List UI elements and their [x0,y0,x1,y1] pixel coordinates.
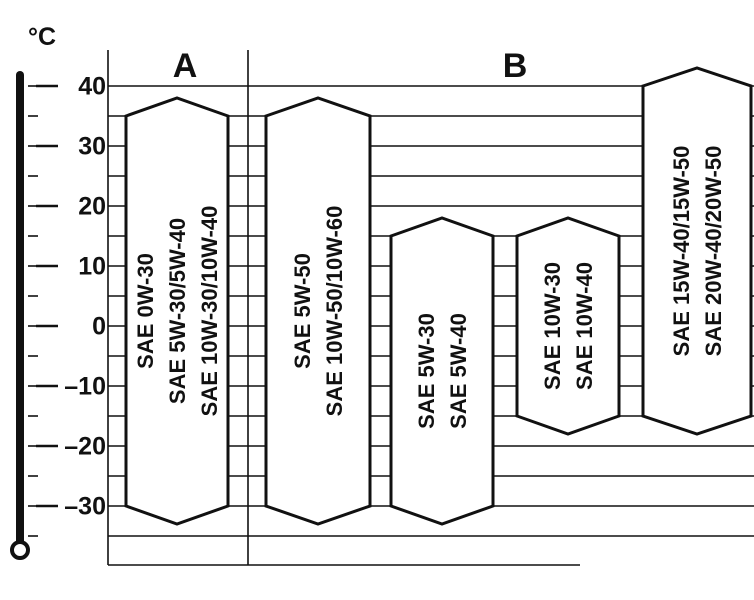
grade-band-shape [264,96,372,526]
grade-label: SAE 5W-50 [290,253,315,369]
grade-label: SAE 10W-30/10W-40 [197,206,222,417]
unit-label: °C [28,23,56,51]
thermometer-icon [10,71,30,560]
grade-label: SAE 0W-30 [133,253,158,369]
axis-tick-label: –30 [64,493,106,521]
grade-label: SAE 10W-30 [540,262,565,390]
grade-label: SAE 5W-40 [446,313,471,429]
axis-tick-label: –10 [64,373,106,401]
column-header-a: A [173,47,198,85]
axis-tick-label: 40 [78,73,106,101]
grade-band-shape [641,66,753,436]
oil-grade-bands: SAE 0W-30 SAE 5W-30/5W-40 SAE 10W-30/10W-4… [124,66,753,526]
grade-band-5: SAE 15W-40/15W-50 SAE 20W-40/20W-50 [641,66,753,436]
temperature-axis: 40 30 20 10 0 –10 –20 –30 [36,73,106,521]
grade-band-shape [124,96,230,526]
grade-band-3: SAE 5W-30 SAE 5W-40 [389,216,495,526]
grade-band-1: SAE 0W-30 SAE 5W-30/5W-40 SAE 10W-30/10W-4… [124,96,230,526]
column-header-b: B [503,47,528,85]
grade-label: SAE 15W-40/15W-50 [669,146,694,357]
axis-tick-label: 10 [78,253,106,281]
grade-band-4: SAE 10W-30 SAE 10W-40 [515,216,621,436]
grade-label: SAE 10W-40 [572,262,597,390]
chart-frame [107,50,249,565]
grade-label: SAE 5W-30/5W-40 [165,218,190,404]
grade-band-2: SAE 5W-50 SAE 10W-50/10W-60 [264,96,372,526]
axis-tick-label: 20 [78,193,106,221]
axis-tick-label: 0 [92,313,106,341]
grade-label: SAE 10W-50/10W-60 [322,206,347,417]
grade-label: SAE 20W-40/20W-50 [701,146,726,357]
grade-label: SAE 5W-30 [414,313,439,429]
grade-band-shape [515,216,621,436]
axis-tick-label: 30 [78,133,106,161]
grade-band-shape [389,216,495,526]
axis-tick-label: –20 [64,433,106,461]
